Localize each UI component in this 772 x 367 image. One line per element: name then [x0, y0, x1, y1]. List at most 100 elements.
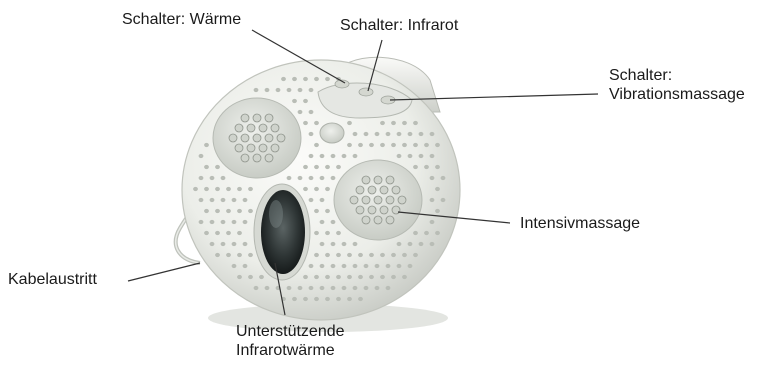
perforation-hole — [347, 143, 352, 147]
perforation-hole — [281, 77, 286, 81]
perforation-hole — [331, 286, 336, 290]
perforation-hole — [325, 165, 330, 169]
perforation-hole — [215, 231, 220, 235]
perforation-hole — [391, 275, 396, 279]
perforation-hole — [347, 121, 352, 125]
perforation-hole — [424, 143, 429, 147]
perforation-hole — [364, 132, 369, 136]
perforation-hole — [430, 220, 435, 224]
perforation-hole — [397, 264, 402, 268]
perforation-hole — [353, 242, 358, 246]
perforation-hole — [309, 132, 314, 136]
perforation-hole — [248, 209, 253, 213]
leader-cable — [128, 263, 200, 281]
perforation-hole — [353, 286, 358, 290]
perforation-hole — [204, 231, 209, 235]
massage-nub — [386, 216, 394, 224]
perforation-hole — [325, 253, 330, 257]
massage-nub — [235, 144, 243, 152]
perforation-hole — [397, 132, 402, 136]
perforation-hole — [237, 209, 242, 213]
perforation-hole — [435, 187, 440, 191]
perforation-hole — [309, 286, 314, 290]
massage-nub — [253, 114, 261, 122]
infrared-switch[interactable] — [359, 88, 373, 96]
perforation-hole — [298, 110, 303, 114]
perforation-hole — [254, 286, 259, 290]
perforation-hole — [303, 77, 308, 81]
perforation-hole — [435, 231, 440, 235]
perforation-hole — [259, 275, 264, 279]
perforation-hole — [210, 220, 215, 224]
perforation-hole — [215, 253, 220, 257]
perforation-hole — [402, 275, 407, 279]
perforation-hole — [331, 242, 336, 246]
perforation-hole — [320, 176, 325, 180]
perforation-hole — [408, 154, 413, 158]
perforation-hole — [215, 209, 220, 213]
infrared-window — [261, 190, 305, 274]
massage-nub — [356, 186, 364, 194]
perforation-hole — [391, 253, 396, 257]
massage-nub — [368, 206, 376, 214]
perforation-hole — [358, 253, 363, 257]
perforation-hole — [314, 231, 319, 235]
center-nub — [320, 123, 344, 143]
perforation-hole — [364, 286, 369, 290]
perforation-hole — [325, 77, 330, 81]
perforation-hole — [232, 198, 237, 202]
perforation-hole — [424, 165, 429, 169]
perforation-hole — [314, 209, 319, 213]
perforation-hole — [342, 264, 347, 268]
perforation-hole — [298, 286, 303, 290]
perforation-hole — [380, 275, 385, 279]
perforation-hole — [243, 198, 248, 202]
perforation-hole — [430, 242, 435, 246]
perforation-hole — [430, 198, 435, 202]
perforation-hole — [226, 231, 231, 235]
perforation-hole — [441, 176, 446, 180]
massage-nub — [350, 196, 358, 204]
perforation-hole — [199, 220, 204, 224]
perforation-hole — [232, 264, 237, 268]
perforation-hole — [303, 165, 308, 169]
label-cable-exit: Kabelaustritt — [8, 270, 97, 289]
perforation-hole — [248, 253, 253, 257]
perforation-hole — [320, 220, 325, 224]
massage-nub — [271, 124, 279, 132]
perforation-hole — [386, 286, 391, 290]
massage-nub — [259, 144, 267, 152]
perforation-hole — [375, 286, 380, 290]
perforation-hole — [226, 187, 231, 191]
perforation-hole — [364, 264, 369, 268]
massage-nub — [265, 134, 273, 142]
perforation-hole — [193, 187, 198, 191]
massage-nub — [362, 196, 370, 204]
perforation-hole — [353, 132, 358, 136]
perforation-hole — [336, 165, 341, 169]
perforation-hole — [369, 253, 374, 257]
massage-nub — [241, 134, 249, 142]
perforation-hole — [435, 143, 440, 147]
perforation-hole — [265, 286, 270, 290]
perforation-hole — [413, 121, 418, 125]
perforation-hole — [320, 264, 325, 268]
perforation-hole — [276, 88, 281, 92]
perforation-hole — [391, 143, 396, 147]
perforation-hole — [391, 121, 396, 125]
perforation-hole — [309, 176, 314, 180]
perforation-hole — [314, 297, 319, 301]
perforation-hole — [336, 275, 341, 279]
perforation-hole — [199, 198, 204, 202]
perforation-hole — [358, 297, 363, 301]
perforation-hole — [325, 275, 330, 279]
perforation-hole — [210, 242, 215, 246]
perforation-hole — [419, 154, 424, 158]
perforation-hole — [336, 297, 341, 301]
perforation-hole — [353, 264, 358, 268]
perforation-hole — [353, 154, 358, 158]
perforation-hole — [336, 231, 341, 235]
massage-nub — [362, 176, 370, 184]
perforation-hole — [287, 88, 292, 92]
perforation-hole — [314, 275, 319, 279]
